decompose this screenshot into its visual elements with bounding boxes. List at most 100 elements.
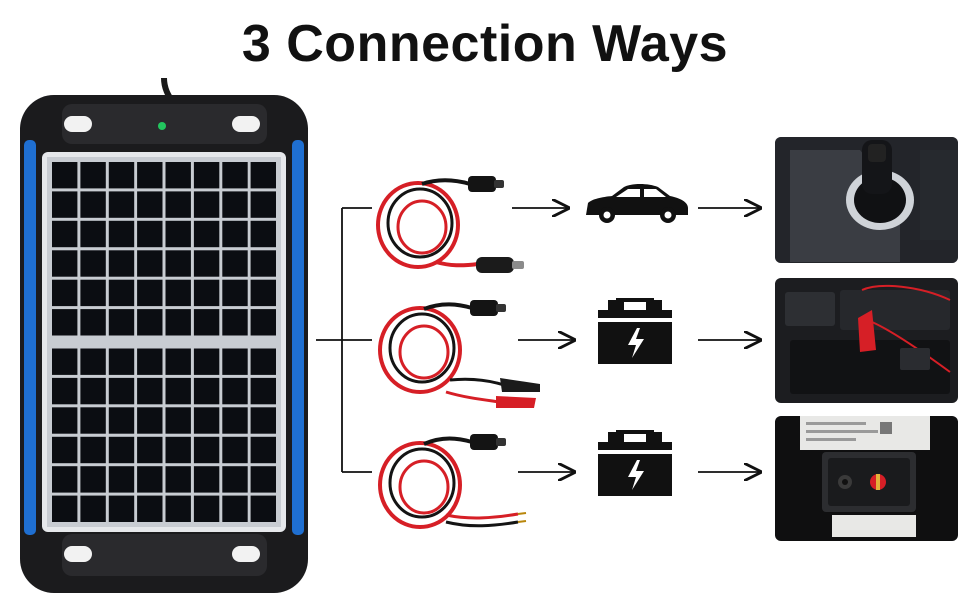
- solar-cell: [80, 250, 106, 277]
- solar-cell: [52, 191, 78, 218]
- solar-cell: [137, 348, 163, 375]
- page-title: 3 Connection Ways: [241, 15, 729, 73]
- solar-cell: [222, 309, 248, 336]
- solar-cell: [108, 436, 135, 464]
- solar-cell: [137, 466, 163, 493]
- sae-connector: [470, 434, 498, 450]
- cigarette-plug: [476, 257, 514, 273]
- solar-cell: [222, 191, 248, 218]
- solar-cell: [108, 377, 135, 405]
- solar-cell: [222, 279, 248, 307]
- solar-cell: [193, 162, 220, 189]
- solar-cell: [222, 377, 248, 405]
- solar-cell: [52, 162, 78, 189]
- solar-cell: [165, 220, 191, 248]
- car-icon: [586, 184, 688, 223]
- solar-cell: [52, 466, 78, 493]
- solar-cell: [165, 309, 191, 336]
- solar-cell: [165, 250, 191, 277]
- solar-cell: [80, 466, 106, 493]
- solar-cell: [108, 348, 135, 375]
- solar-cell: [80, 279, 106, 307]
- solar-cell: [250, 220, 276, 248]
- solar-cell: [222, 162, 248, 189]
- solar-cell: [165, 348, 191, 375]
- battery-icon: [598, 298, 672, 364]
- solar-cell: [250, 377, 276, 405]
- solar-cell: [193, 220, 220, 248]
- solar-cell: [137, 191, 163, 218]
- solar-cell: [165, 279, 191, 307]
- solar-cell: [137, 279, 163, 307]
- solar-cell: [137, 377, 163, 405]
- solar-cell: [108, 466, 135, 493]
- solar-cell: [80, 309, 106, 336]
- solar-cell-grid: [52, 162, 276, 522]
- solar-cell: [80, 162, 106, 189]
- cable-alligator-clips: [378, 300, 540, 408]
- solar-cell: [80, 348, 106, 375]
- solar-cell: [52, 279, 78, 307]
- solar-cell: [108, 250, 135, 277]
- mounting-hole: [64, 116, 260, 562]
- solar-cell: [52, 250, 78, 277]
- solar-cell: [250, 495, 276, 522]
- solar-cell: [193, 436, 220, 464]
- indicator-light: [158, 122, 166, 130]
- solar-cell: [250, 279, 276, 307]
- sae-connector: [470, 300, 498, 316]
- solar-cell: [193, 466, 220, 493]
- solar-cell: [250, 466, 276, 493]
- solar-cell: [137, 220, 163, 248]
- solar-cell: [52, 309, 78, 336]
- branch-connector: [316, 207, 372, 473]
- solar-cell: [137, 250, 163, 277]
- solar-cell: [193, 279, 220, 307]
- solar-cell: [222, 220, 248, 248]
- solar-cell: [80, 436, 106, 464]
- solar-cell: [52, 436, 78, 464]
- black-clip: [500, 378, 540, 392]
- solar-cell: [52, 407, 78, 434]
- solar-cell: [52, 377, 78, 405]
- solar-cell: [222, 407, 248, 434]
- solar-cell: [193, 495, 220, 522]
- solar-cell: [52, 348, 78, 375]
- solar-cell: [165, 162, 191, 189]
- solar-cell: [137, 309, 163, 336]
- solar-cell: [193, 191, 220, 218]
- solar-cell: [52, 220, 78, 248]
- solar-cell: [108, 220, 135, 248]
- solar-cell: [52, 495, 78, 522]
- flow-arrows: [512, 208, 760, 472]
- cable-cigarette-lighter: [376, 176, 524, 273]
- solar-cell: [250, 250, 276, 277]
- solar-cell: [80, 191, 106, 218]
- solar-cell: [193, 250, 220, 277]
- battery-clips-photo: [775, 278, 958, 403]
- solar-cell: [222, 348, 248, 375]
- solar-cell: [165, 377, 191, 405]
- solar-cell: [222, 466, 248, 493]
- solar-cell: [250, 407, 276, 434]
- solar-cell: [250, 191, 276, 218]
- solar-cell: [108, 279, 135, 307]
- solar-cell: [80, 220, 106, 248]
- solar-cell: [108, 309, 135, 336]
- terminal-block-photo: [775, 416, 958, 541]
- solar-cell: [165, 191, 191, 218]
- solar-panel: [20, 77, 308, 593]
- solar-cell: [137, 495, 163, 522]
- solar-cell: [193, 309, 220, 336]
- solar-cell: [193, 407, 220, 434]
- solar-cell: [165, 495, 191, 522]
- solar-cell: [222, 436, 248, 464]
- cable-o-ring-terminals: [378, 434, 527, 529]
- solar-cell: [250, 436, 276, 464]
- car-socket-photo: [775, 137, 958, 263]
- battery-icon: [598, 430, 672, 496]
- solar-cell: [137, 162, 163, 189]
- solar-cell: [108, 495, 135, 522]
- solar-cell: [165, 466, 191, 493]
